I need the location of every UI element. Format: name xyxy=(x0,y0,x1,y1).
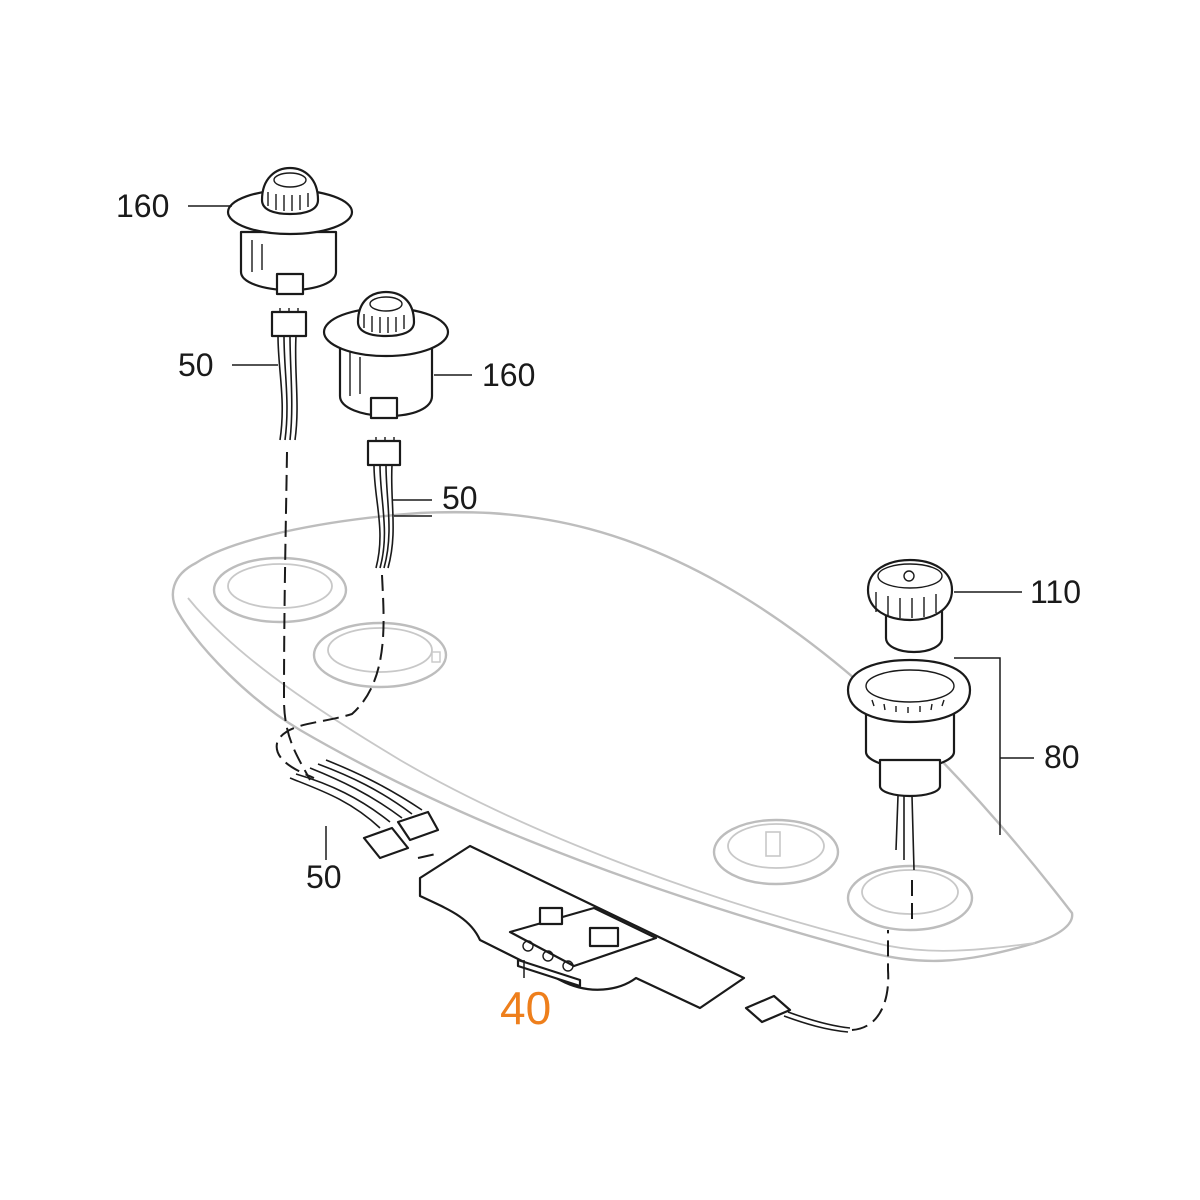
wire-harness-bottom xyxy=(289,759,440,860)
callout-harness-bottom: 50 xyxy=(306,859,342,895)
callout-knob-left: 160 xyxy=(116,188,169,224)
callout-knob-mid: 160 xyxy=(482,357,535,393)
callout-harness-left-top: 50 xyxy=(178,347,214,383)
panel-opening-2 xyxy=(312,621,448,689)
panel-opening-4 xyxy=(846,864,974,932)
callout-harness-mid: 50 xyxy=(442,480,478,516)
knob-assembly-left xyxy=(226,166,354,296)
small-knob xyxy=(866,558,954,654)
wire-harness-middle xyxy=(275,437,402,779)
wire-harness-left xyxy=(270,308,311,781)
panel-opening-1 xyxy=(212,556,348,624)
control-panel-trim xyxy=(171,511,1074,963)
bezel-assembly xyxy=(846,658,972,920)
circuit-board xyxy=(418,844,746,1010)
knob-assembly-middle xyxy=(322,290,450,420)
leader-lines xyxy=(188,205,1034,978)
callout-bezel-assembly: 80 xyxy=(1044,739,1080,775)
panel-opening-3 xyxy=(712,818,840,886)
callout-circuit-board: 40 xyxy=(500,982,551,1034)
connector-right xyxy=(744,930,890,1033)
callout-small-knob: 110 xyxy=(1030,574,1081,610)
